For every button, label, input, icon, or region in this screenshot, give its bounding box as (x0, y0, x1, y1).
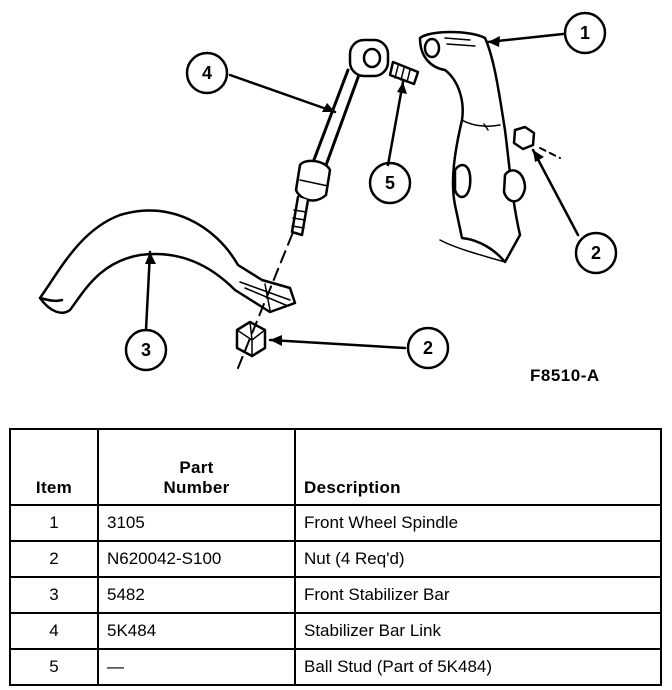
table-row: 5 — Ball Stud (Part of 5K484) (9, 648, 662, 686)
ball-stud-drawing (388, 60, 420, 86)
row-part: — (97, 648, 296, 686)
row-part: 3105 (97, 504, 296, 542)
row-part: 5482 (97, 576, 296, 614)
row-item: 1 (9, 504, 99, 542)
row-part: N620042-S100 (97, 540, 296, 578)
row-part: 5K484 (97, 612, 296, 650)
exploded-view-diagram: 1 4 5 3 2 2 (38, 11, 618, 372)
header-item: Item (9, 428, 99, 506)
header-part-line1: Part (179, 458, 214, 477)
table-row: 1 3105 Front Wheel Spindle (9, 504, 662, 542)
header-part-line2: Number (163, 478, 230, 497)
callout-4: 4 (202, 63, 212, 83)
figure-id: F8510-A (530, 366, 600, 385)
table-row: 4 5K484 Stabilizer Bar Link (9, 612, 662, 650)
row-description: Nut (4 Req'd) (294, 540, 662, 578)
table-row: 2 N620042-S100 Nut (4 Req'd) (9, 540, 662, 578)
callout-2-lower: 2 (423, 338, 433, 358)
callout-5: 5 (385, 173, 395, 193)
centerline (237, 214, 301, 369)
spindle-drawing (418, 30, 561, 264)
nut-lower-drawing (235, 320, 267, 358)
stabilizer-link-drawing (290, 38, 390, 237)
row-item: 2 (9, 540, 99, 578)
row-item: 3 (9, 576, 99, 614)
callout-1: 1 (580, 23, 590, 43)
row-description: Stabilizer Bar Link (294, 612, 662, 650)
table-row: 3 5482 Front Stabilizer Bar (9, 576, 662, 614)
stabilizer-bar-drawing (38, 209, 297, 314)
row-item: 5 (9, 648, 99, 686)
row-description: Ball Stud (Part of 5K484) (294, 648, 662, 686)
header-description: Description (294, 428, 662, 506)
callout-2-upper: 2 (591, 243, 601, 263)
row-description: Front Wheel Spindle (294, 504, 662, 542)
row-item: 4 (9, 612, 99, 650)
row-description: Front Stabilizer Bar (294, 576, 662, 614)
callout-3: 3 (141, 340, 151, 360)
